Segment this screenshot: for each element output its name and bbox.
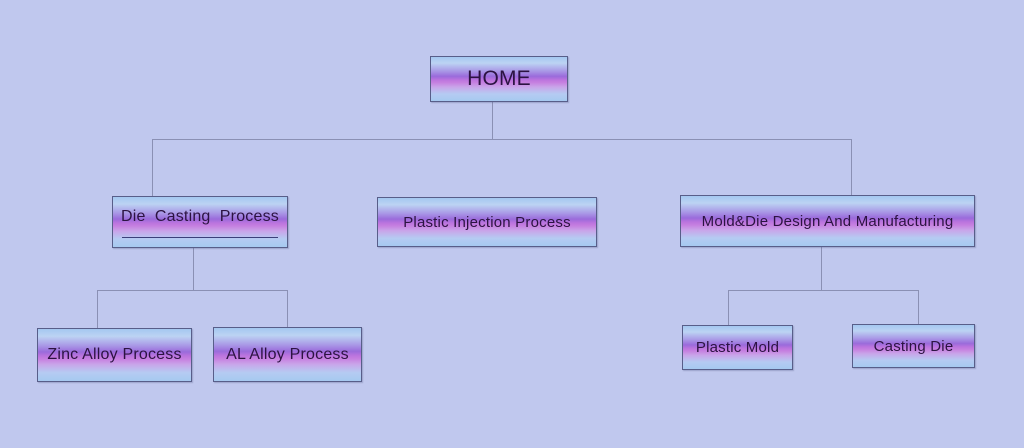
- connector-drop-casting-die: [918, 290, 919, 325]
- connector-mold-die-rail: [728, 290, 919, 291]
- node-al-alloy-process-label: AL Alloy Process: [226, 345, 349, 363]
- node-casting-die-label: Casting Die: [873, 337, 954, 355]
- node-home-label: HOME: [467, 67, 531, 90]
- node-casting-die[interactable]: Casting Die: [852, 324, 975, 368]
- connector-drop-die-casting: [152, 139, 153, 197]
- connector-drop-al-alloy: [287, 290, 288, 328]
- node-die-casting-process[interactable]: Die Casting Process: [112, 196, 288, 248]
- node-home[interactable]: HOME: [430, 56, 568, 102]
- node-plastic-mold-label: Plastic Mold: [695, 339, 780, 356]
- node-mold-die-design-and-manufacturing-label: Mold&Die Design And Manufacturing: [701, 212, 954, 230]
- die-casting-underline: [122, 237, 278, 238]
- node-zinc-alloy-process[interactable]: Zinc Alloy Process: [37, 328, 192, 382]
- connector-drop-plastic-mold: [728, 290, 729, 326]
- node-mold-die-design-and-manufacturing[interactable]: Mold&Die Design And Manufacturing: [680, 195, 975, 247]
- node-al-alloy-process[interactable]: AL Alloy Process: [213, 327, 362, 382]
- connector-drop-zinc-alloy: [97, 290, 98, 329]
- node-zinc-alloy-process-label: Zinc Alloy Process: [47, 346, 182, 363]
- connector-mold-die-stem: [821, 247, 822, 290]
- connector-die-casting-stem: [193, 248, 194, 291]
- connector-home-stem: [492, 101, 493, 140]
- connector-main-rail: [152, 139, 851, 140]
- node-plastic-injection-process-label: Plastic Injection Process: [403, 213, 571, 231]
- connector-drop-mold-die: [851, 139, 852, 196]
- node-plastic-injection-process[interactable]: Plastic Injection Process: [377, 197, 597, 247]
- node-plastic-mold[interactable]: Plastic Mold: [682, 325, 793, 370]
- connector-die-casting-rail: [97, 290, 288, 291]
- node-die-casting-process-label: Die Casting Process: [120, 208, 280, 225]
